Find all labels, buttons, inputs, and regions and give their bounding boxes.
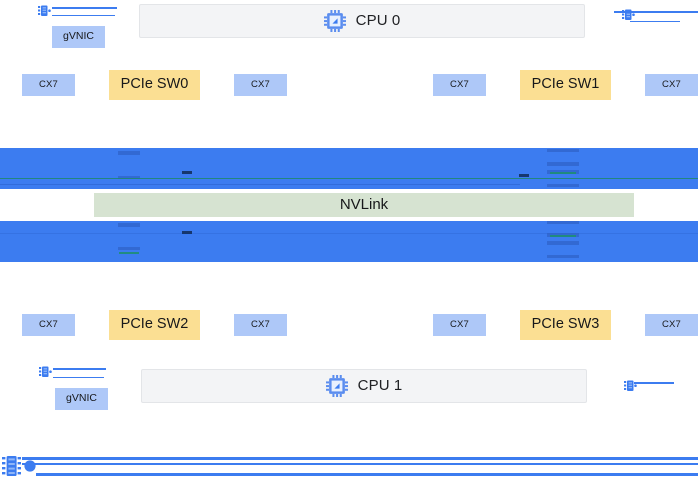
band-mark [547, 149, 579, 152]
band-mark [519, 174, 529, 177]
cpu-chip-icon [323, 10, 346, 32]
cx7-nic-0[interactable]: CX7 [22, 74, 75, 96]
band-mark [547, 241, 579, 245]
gvnic-label: gVNIC [66, 392, 97, 405]
cx7-label: CX7 [250, 78, 271, 90]
band-mark [550, 172, 576, 174]
cpu-chip-icon [325, 375, 348, 397]
nvlink-label: NVLink [339, 195, 389, 213]
band-mark [547, 255, 579, 258]
pcie-switch-label: PCIe SW3 [531, 316, 600, 333]
band-mark [118, 151, 140, 155]
pcie-switch-label: PCIe SW2 [120, 316, 189, 333]
right-uplink-line-secondary [630, 21, 680, 22]
band-mark [547, 221, 579, 224]
band-mark [547, 184, 579, 187]
band-hairline-upper [0, 178, 698, 179]
network-port-icon-bottom [39, 366, 52, 378]
network-bus-line-middle [22, 463, 698, 465]
pcie-switch-label: PCIe SW0 [120, 76, 189, 93]
cx7-label: CX7 [250, 318, 271, 330]
pcie-switch-0[interactable]: PCIe SW0 [109, 70, 200, 100]
right-uplink-line [614, 11, 698, 13]
cx7-nic-1[interactable]: CX7 [234, 74, 287, 96]
band-mark [119, 252, 139, 254]
cx7-label: CX7 [38, 78, 59, 90]
cx7-nic-4[interactable]: CX7 [22, 314, 75, 336]
band-mark [547, 162, 579, 166]
cpu-1-label: CPU 1 [357, 376, 403, 394]
cx7-nic-2[interactable]: CX7 [433, 74, 486, 96]
cpu-1-panel[interactable]: CPU 1 [141, 369, 587, 403]
pcie-switch-label: PCIe SW1 [531, 76, 600, 93]
gvnic-0[interactable]: gVNIC [52, 26, 105, 48]
cx7-nic-6[interactable]: CX7 [433, 314, 486, 336]
band-mark [118, 223, 140, 227]
pcie-switch-3[interactable]: PCIe SW3 [520, 310, 611, 340]
pcie-switch-2[interactable]: PCIe SW2 [109, 310, 200, 340]
cx7-nic-7[interactable]: CX7 [645, 314, 698, 336]
cx7-nic-3[interactable]: CX7 [645, 74, 698, 96]
band-rule [0, 233, 698, 234]
cx7-label: CX7 [449, 78, 470, 90]
band-hairline-upper-2 [0, 184, 520, 185]
network-port-icon-right-bottom [624, 380, 637, 392]
network-bus-line-top [22, 457, 698, 460]
network-port-icon [38, 5, 51, 17]
band-mark [550, 235, 576, 237]
cx7-label: CX7 [661, 78, 682, 90]
nvlink-bar[interactable]: NVLink [94, 193, 634, 217]
cx7-label: CX7 [38, 318, 59, 330]
gvnic-1[interactable]: gVNIC [55, 388, 108, 410]
right-downlink-line [634, 382, 674, 384]
gvnic-downlink-line [53, 368, 106, 370]
gvnic-label: gVNIC [63, 30, 94, 43]
network-bus-line-bottom [36, 473, 698, 476]
band-mark [118, 247, 140, 250]
gpu-band-upper [0, 148, 698, 189]
cx7-label: CX7 [449, 318, 470, 330]
gvnic-uplink-line-secondary [52, 15, 115, 16]
network-switch-icon [2, 455, 36, 477]
cx7-nic-5[interactable]: CX7 [234, 314, 287, 336]
gpu-band-lower [0, 221, 698, 262]
band-mark [182, 171, 192, 174]
band-mark [118, 176, 140, 179]
gvnic-downlink-line-secondary [53, 377, 104, 378]
cpu-0-panel[interactable]: CPU 0 [139, 4, 585, 38]
gvnic-uplink-line [52, 7, 117, 9]
pcie-switch-1[interactable]: PCIe SW1 [520, 70, 611, 100]
band-mark [182, 231, 192, 234]
cpu-0-label: CPU 0 [355, 11, 401, 29]
cx7-label: CX7 [661, 318, 682, 330]
